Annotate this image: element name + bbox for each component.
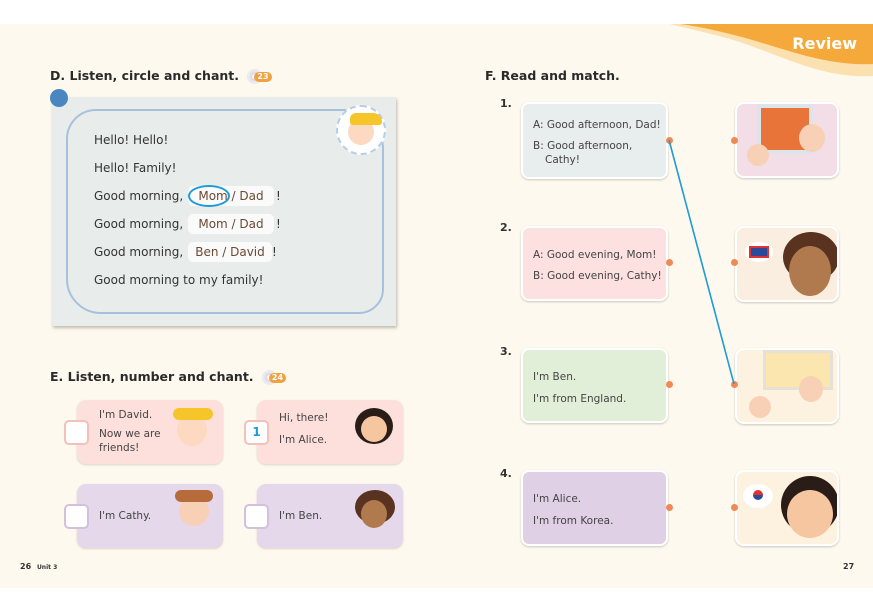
match-dot[interactable]: [731, 381, 738, 388]
dialogue-text: A: Good afternoon, Dad!: [533, 119, 661, 131]
item-number: 4.: [500, 467, 512, 480]
character-card-alice: Hi, there! I'm Alice.: [257, 400, 403, 464]
card-text: I'm David.: [99, 409, 153, 421]
dialogue-text: I'm from Korea.: [533, 515, 614, 527]
number-box[interactable]: [64, 504, 89, 529]
exclaim: !: [276, 217, 281, 231]
dialogue-text: Cathy!: [545, 154, 580, 166]
card-text: I'm Ben.: [279, 510, 323, 522]
chant-line: Hello! Hello!: [94, 133, 169, 147]
audio-track-icon[interactable]: 23: [247, 68, 272, 84]
option-box[interactable]: Ben / David: [188, 242, 272, 262]
card-text: friends!: [99, 442, 140, 454]
number-box[interactable]: 1: [244, 420, 269, 445]
chant-line: Good morning,: [94, 189, 184, 203]
dialogue-text: I'm Ben.: [533, 371, 577, 383]
option-box[interactable]: Mom / Dad: [188, 214, 274, 234]
exclaim: !: [272, 245, 277, 259]
dialogue-box-4: I'm Alice. I'm from Korea.: [521, 470, 668, 546]
chant-line: Hello! Family!: [94, 161, 177, 175]
card-text: I'm Alice.: [279, 434, 328, 446]
boy-avatar: [336, 105, 386, 155]
number-box[interactable]: [244, 504, 269, 529]
section-e-heading: E. Listen, number and chant. 24: [50, 369, 287, 385]
chant-note-card: Hello! Hello! Hello! Family! Good mornin…: [50, 89, 396, 326]
dialogue-text: B: Good evening, Cathy!: [533, 270, 662, 282]
number-box[interactable]: [64, 420, 89, 445]
section-d-heading: D. Listen, circle and chant. 23: [50, 68, 272, 84]
picture-mom-cathy: [735, 102, 839, 178]
exclaim: !: [276, 189, 281, 203]
dialogue-box-2: A: Good evening, Mom! B: Good evening, C…: [521, 226, 668, 301]
textbook-spread: Review D. Listen, circle and chant. 23 H…: [0, 24, 873, 588]
picture-alice-korea: [735, 470, 839, 546]
page-number: 26: [20, 562, 32, 571]
chant-line: Good morning,: [94, 245, 184, 259]
item-number: 1.: [500, 97, 512, 110]
match-dot[interactable]: [731, 504, 738, 511]
review-label: Review: [792, 34, 857, 53]
match-dot[interactable]: [731, 137, 738, 144]
dialogue-text: B: Good afternoon,: [533, 140, 633, 152]
pushpin-icon: [50, 89, 68, 107]
dialogue-text: I'm Alice.: [533, 493, 582, 505]
section-d-title: D. Listen, circle and chant.: [50, 68, 240, 83]
section-f-title: F. Read and match.: [485, 68, 620, 83]
card-text: Now we are: [99, 428, 161, 440]
item-number: 2.: [500, 221, 512, 234]
chant-line: Good morning,: [94, 217, 184, 231]
match-dot[interactable]: [666, 259, 673, 266]
match-dot[interactable]: [666, 504, 673, 511]
card-text: I'm Cathy.: [99, 510, 152, 522]
character-card-cathy: I'm Cathy.: [77, 484, 223, 548]
chant-line: Good morning to my family!: [94, 273, 264, 287]
review-banner: [670, 24, 873, 77]
card-text: Hi, there!: [279, 412, 329, 424]
answer-circle: [188, 185, 230, 207]
item-number: 3.: [500, 345, 512, 358]
picture-ben-england: [735, 226, 839, 302]
note-frame: [66, 109, 384, 314]
dialogue-box-3: I'm Ben. I'm from England.: [521, 348, 668, 423]
match-line: [668, 139, 735, 385]
match-dot[interactable]: [731, 259, 738, 266]
page-number: 27: [843, 562, 855, 571]
character-card-ben: I'm Ben.: [257, 484, 403, 548]
footer-left: 26 Unit 3: [20, 562, 57, 571]
dialogue-text: A: Good evening, Mom!: [533, 249, 657, 261]
match-dot[interactable]: [666, 381, 673, 388]
section-e-title: E. Listen, number and chant.: [50, 369, 254, 384]
unit-label: Unit 3: [36, 564, 58, 571]
dialogue-text: I'm from England.: [533, 393, 627, 405]
character-card-david: I'm David. Now we are friends!: [77, 400, 223, 464]
picture-classroom: [735, 348, 839, 424]
dialogue-box-1: A: Good afternoon, Dad! B: Good afternoo…: [521, 102, 668, 179]
audio-track-icon[interactable]: 24: [261, 369, 287, 385]
